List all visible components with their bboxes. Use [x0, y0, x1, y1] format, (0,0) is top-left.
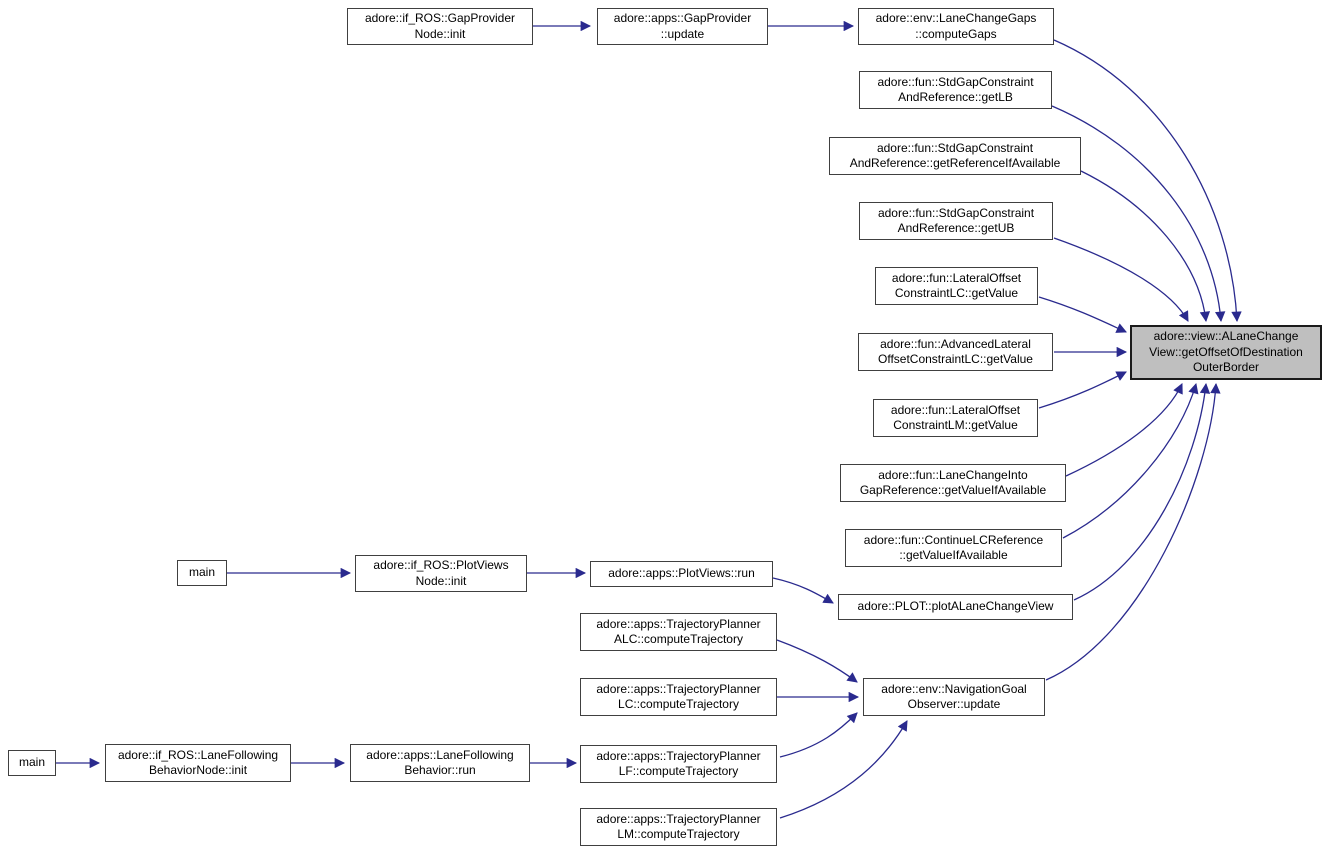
node-lanefollowing-behavior-run[interactable]: adore::apps::LaneFollowing Behavior::run	[350, 744, 530, 782]
node-continue-lc-reference[interactable]: adore::fun::ContinueLCReference ::getVal…	[845, 529, 1062, 567]
edge	[779, 712, 858, 758]
node-tp-lm-compute[interactable]: adore::apps::TrajectoryPlanner LM::compu…	[580, 808, 777, 846]
node-std-gap-get-ub[interactable]: adore::fun::StdGapConstraint AndReferenc…	[859, 202, 1053, 240]
node-lateral-offset-lm-getvalue[interactable]: adore::fun::LateralOffset ConstraintLM::…	[873, 399, 1038, 437]
node-std-gap-get-reference[interactable]: adore::fun::StdGapConstraint AndReferenc…	[829, 137, 1081, 175]
node-plot-alanechangeview[interactable]: adore::PLOT::plotALaneChangeView	[838, 594, 1073, 620]
node-tp-lf-compute[interactable]: adore::apps::TrajectoryPlanner LF::compu…	[580, 745, 777, 783]
edge	[1073, 382, 1211, 601]
node-gap-provider-update[interactable]: adore::apps::GapProvider ::update	[597, 8, 768, 45]
node-lane-change-into-gap[interactable]: adore::fun::LaneChangeInto GapReference:…	[840, 464, 1066, 502]
node-get-offset-of-destination-outer-border[interactable]: adore::view::ALaneChange View::getOffset…	[1130, 325, 1322, 380]
node-plotviews-node-init[interactable]: adore::if_ROS::PlotViews Node::init	[355, 555, 527, 592]
edge	[776, 639, 858, 683]
node-std-gap-get-lb[interactable]: adore::fun::StdGapConstraint AndReferenc…	[859, 71, 1052, 109]
node-main-lanefollowing[interactable]: main	[8, 750, 56, 776]
node-plotviews-run[interactable]: adore::apps::PlotViews::run	[590, 561, 773, 587]
node-tp-alc-compute[interactable]: adore::apps::TrajectoryPlanner ALC::comp…	[580, 613, 777, 651]
edge	[772, 577, 834, 604]
edge	[1053, 39, 1242, 323]
node-lateral-offset-lc-getvalue[interactable]: adore::fun::LateralOffset ConstraintLC::…	[875, 267, 1038, 305]
node-advanced-lateral-lc-getvalue[interactable]: adore::fun::AdvancedLateral OffsetConstr…	[858, 333, 1053, 371]
edge	[1038, 371, 1127, 409]
node-lanefollowing-node-init[interactable]: adore::if_ROS::LaneFollowing BehaviorNod…	[105, 744, 291, 782]
edge	[1053, 237, 1189, 322]
node-main-plotviews[interactable]: main	[177, 560, 227, 586]
node-lane-change-gaps-compute[interactable]: adore::env::LaneChangeGaps ::computeGaps	[858, 8, 1054, 45]
edge	[1080, 170, 1211, 323]
node-navigation-goal-observer[interactable]: adore::env::NavigationGoal Observer::upd…	[863, 678, 1045, 716]
edge	[1051, 105, 1226, 323]
edge	[1065, 383, 1183, 477]
node-gap-provider-node-init[interactable]: adore::if_ROS::GapProvider Node::init	[347, 8, 533, 45]
node-tp-lc-compute[interactable]: adore::apps::TrajectoryPlanner LC::compu…	[580, 678, 777, 716]
edge	[1038, 296, 1127, 333]
edge	[1045, 382, 1221, 681]
edge	[779, 720, 908, 819]
edge	[1062, 383, 1199, 539]
